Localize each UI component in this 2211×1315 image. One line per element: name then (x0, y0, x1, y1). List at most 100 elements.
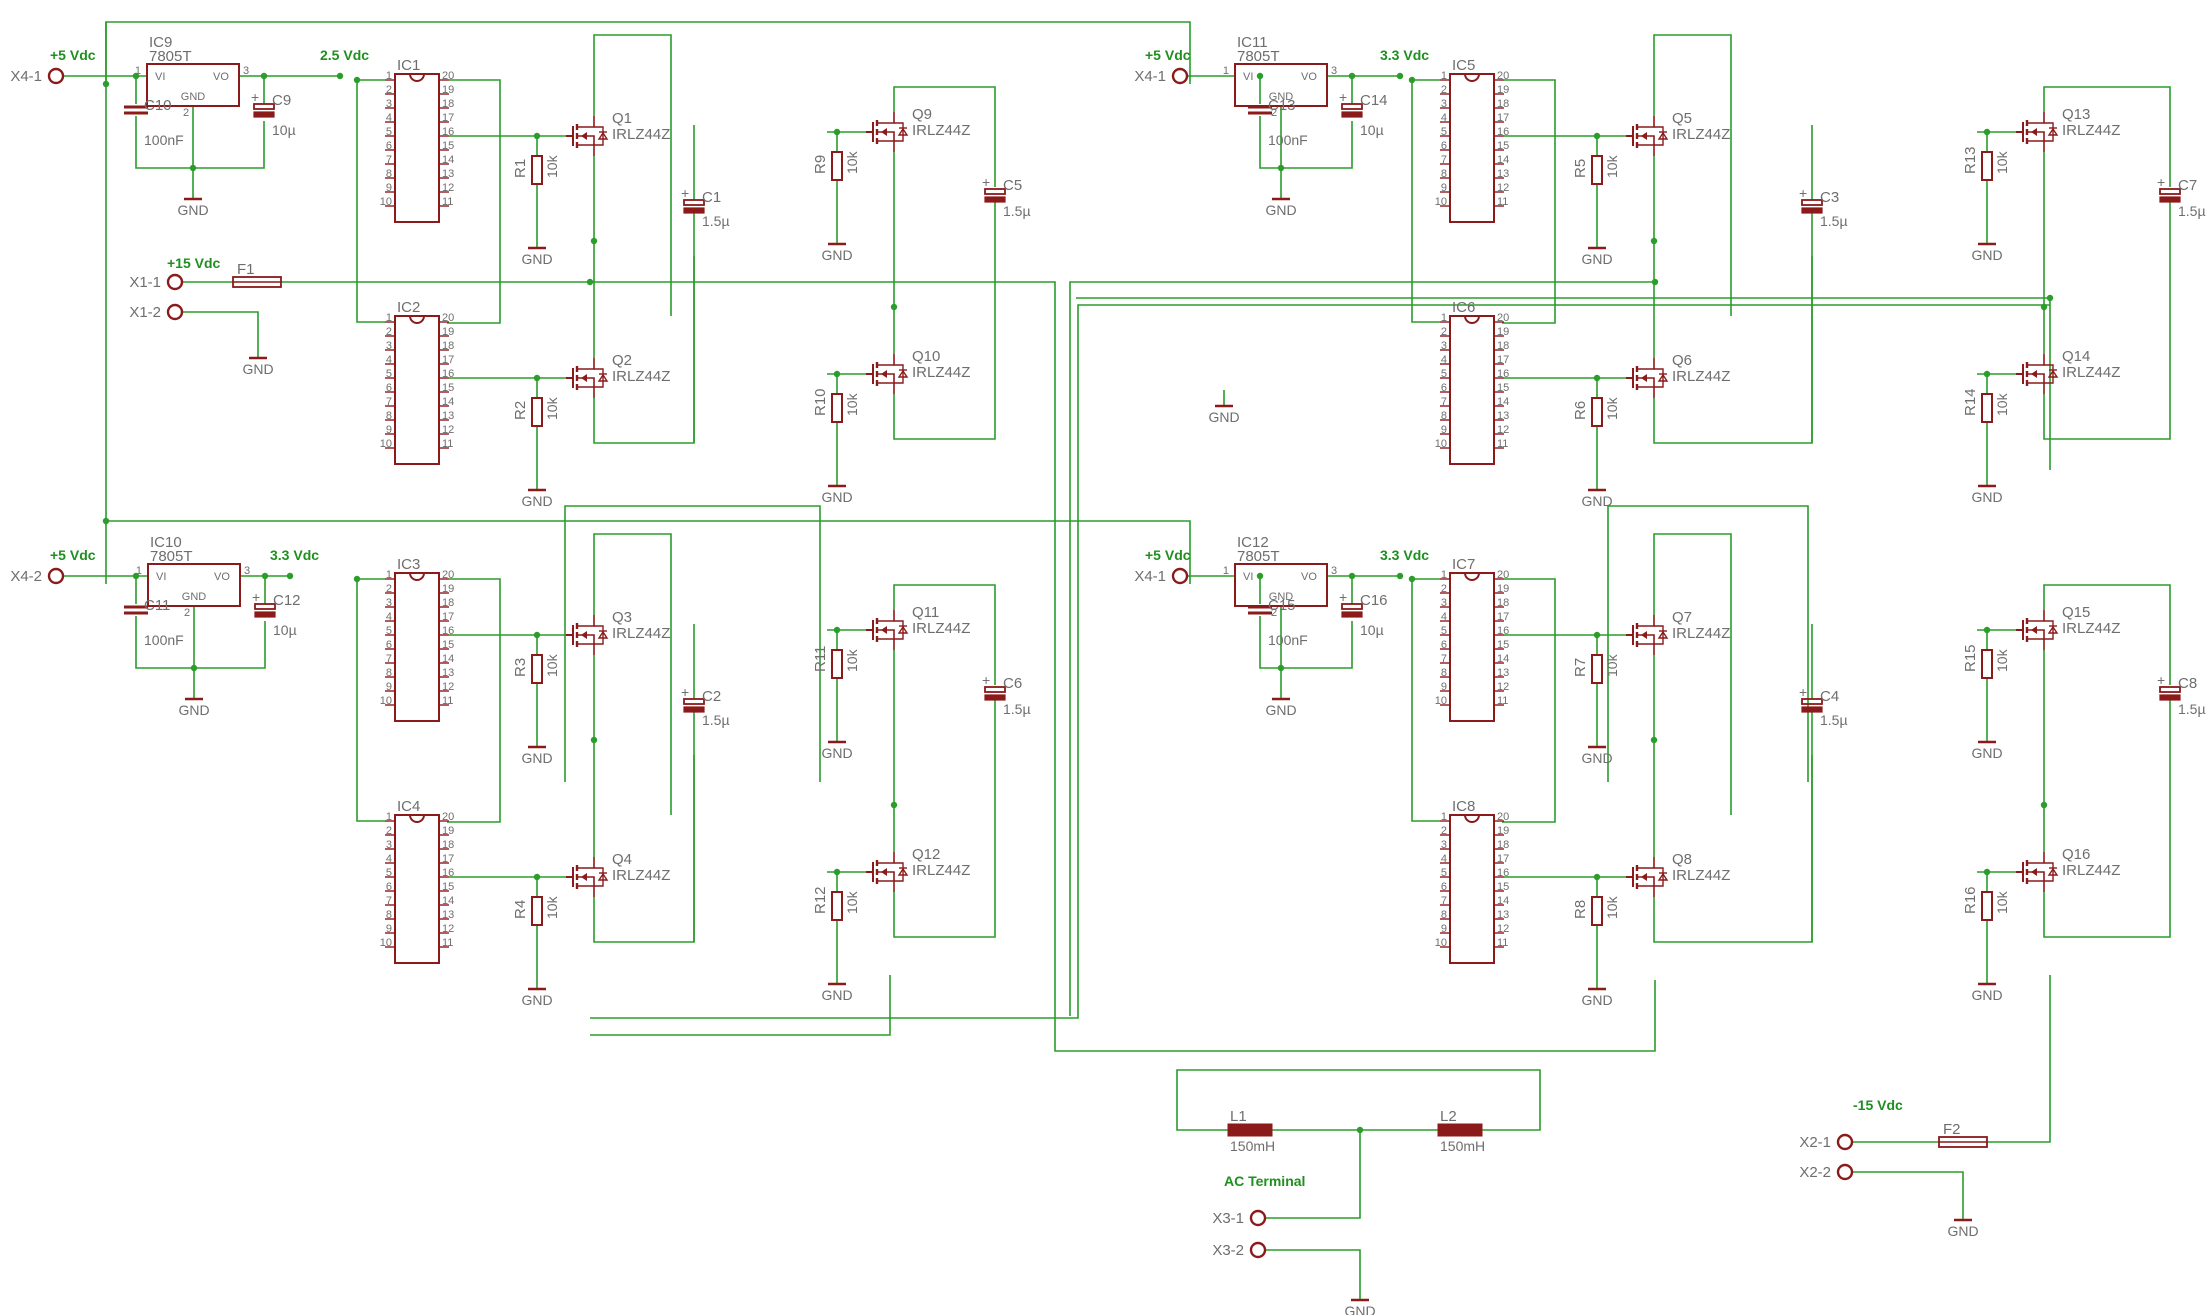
mosfet-body-diode (594, 625, 604, 645)
mosfet-name: Q3 (612, 609, 632, 626)
terminal-pad (166, 273, 184, 291)
polarized-capacitor-plate (254, 603, 276, 610)
junction-dot (336, 72, 344, 80)
mosfet-arrow (2031, 128, 2037, 136)
mosfet-arrow (2031, 868, 2037, 876)
pin-number: 12 (442, 424, 454, 436)
ic-body (1449, 572, 1495, 722)
polarity-mark: + (1339, 89, 1347, 105)
resistor-body (831, 891, 843, 921)
resistor-body (831, 393, 843, 423)
pin-number: 15 (442, 382, 454, 394)
mosfet-diode-triangle (1657, 872, 1669, 881)
polarized-capacitor-plate (253, 103, 275, 110)
pin-number: 2 (1271, 607, 1277, 619)
pin-number: 9 (386, 182, 392, 194)
resistor-body (531, 896, 543, 926)
mosfet-name: Q7 (1672, 609, 1692, 626)
wire (1653, 256, 1813, 444)
mosfet-diode-triangle (2047, 369, 2059, 378)
pin-number: 4 (1441, 853, 1447, 865)
pin-number: 17 (1497, 611, 1509, 623)
wire (2043, 700, 2171, 938)
terminal-label: X4-1 (10, 68, 42, 85)
resistor-name: R2 (512, 401, 529, 420)
capacitor-name: C3 (1820, 189, 1839, 206)
pin-number: 5 (1441, 368, 1447, 380)
junction-dot (260, 72, 268, 80)
resistor-name: R16 (1962, 886, 1979, 914)
junction-dot (2040, 801, 2048, 809)
pin-number: 19 (442, 84, 454, 96)
regulator-pin-gnd: GND (1269, 591, 1294, 603)
net-label-output: 3.3 Vdc (270, 547, 319, 563)
pin-number: 11 (1497, 438, 1508, 450)
mosfet-type: IRLZ44Z (612, 126, 670, 143)
pin-number: 3 (386, 340, 392, 352)
pin-number: 4 (1441, 611, 1447, 623)
pin-number: 9 (1441, 182, 1447, 194)
fuse-name: F1 (237, 261, 255, 278)
ic-ic8 (1440, 814, 1504, 964)
wire (893, 584, 996, 685)
pin-number: 3 (1331, 565, 1337, 577)
polarity-mark: + (982, 174, 990, 190)
junction-dot (1650, 237, 1658, 245)
junction-dot (586, 278, 594, 286)
polarized-capacitor-plate (2159, 188, 2181, 195)
pin-number: 15 (442, 639, 454, 651)
mosfet-source (1637, 386, 1655, 398)
regulator-type: 7805T (149, 48, 192, 65)
fuse-name: F2 (1943, 1121, 1961, 1138)
ground-label: GND (242, 361, 273, 377)
wire (135, 116, 265, 169)
capacitor-value: 100nF (1268, 132, 1308, 148)
pin-number: 14 (1497, 154, 1509, 166)
polarity-mark: + (1799, 684, 1807, 700)
mosfet-drain (877, 354, 895, 366)
wire (1265, 1249, 1361, 1293)
voltage-regulator-body (146, 63, 240, 107)
capacitor-name: C11 (144, 597, 170, 614)
ground-label: GND (177, 202, 208, 218)
mosfet-name: Q14 (2062, 348, 2090, 365)
ic-ic5 (1440, 73, 1504, 223)
net-label-plus15: +15 Vdc (167, 255, 221, 271)
pin-number: 2 (386, 825, 392, 837)
capacitor-value: 1.5µ (1820, 213, 1848, 229)
mosfet-body-diode (1654, 126, 1664, 146)
pin-number: 4 (386, 112, 392, 124)
pin-number: 17 (442, 112, 454, 124)
polarized-capacitor-plate (2159, 196, 2181, 203)
resistor-name: R3 (512, 658, 529, 677)
junction-dot (1348, 72, 1356, 80)
mosfet-name: Q2 (612, 352, 632, 369)
wire (1502, 79, 1556, 324)
junction-dot (590, 736, 598, 744)
wire (1653, 755, 1813, 943)
resistor-value: 10k (1994, 890, 2010, 914)
polarized-capacitor-plate (2159, 686, 2181, 693)
net-label-input: +5 Vdc (1145, 547, 1191, 563)
pin-number: 7 (1441, 154, 1447, 166)
mosfet-q10 (866, 354, 909, 394)
pin-number: 2 (386, 583, 392, 595)
mosfet-arrow (881, 626, 887, 634)
capacitor-value: 10µ (273, 622, 297, 638)
pin-number: 4 (386, 354, 392, 366)
mosfet-q5 (1626, 116, 1669, 156)
mosfet-diode-triangle (1657, 131, 1669, 140)
pin-number: 17 (442, 853, 454, 865)
ground-label: GND (1581, 750, 1612, 766)
mosfet-drain (877, 112, 895, 124)
polarized-capacitor-plate (1341, 611, 1363, 618)
mosfet-arrow (1641, 631, 1647, 639)
pin-number: 8 (1441, 909, 1447, 921)
mosfet-drain (2027, 610, 2045, 622)
wire (356, 578, 385, 822)
wire (1607, 505, 1809, 782)
junction-dot (1256, 572, 1264, 580)
mosfet-type: IRLZ44Z (912, 862, 970, 879)
wire (2043, 202, 2171, 440)
mosfet-source (1637, 144, 1655, 156)
